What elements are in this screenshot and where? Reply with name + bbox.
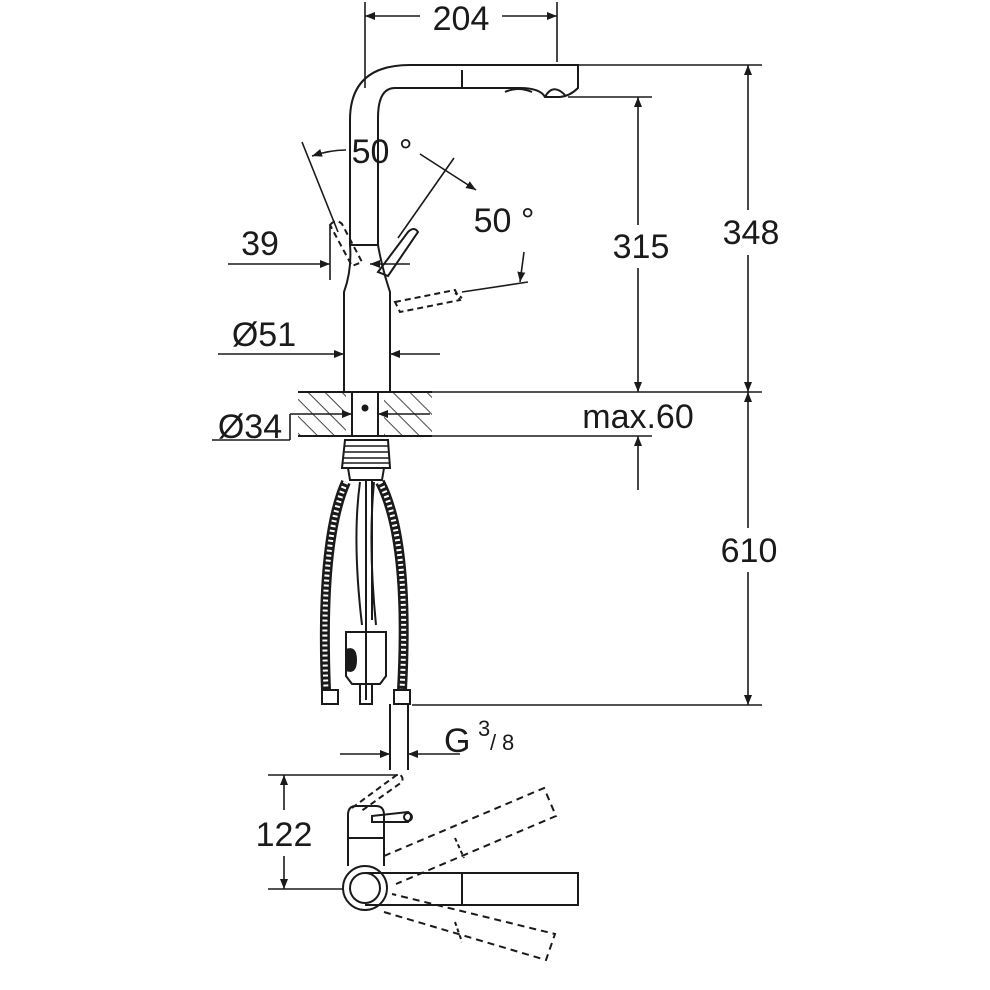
label-hose-length: 610 — [721, 532, 778, 570]
top-view-swing-down — [383, 893, 557, 962]
top-view-swing-up — [383, 786, 558, 885]
threaded-nut — [340, 439, 392, 469]
supply-hoses — [319, 479, 411, 770]
dim-hose-length — [412, 392, 762, 706]
lever-alt-left — [328, 220, 364, 268]
hose-fitting-left — [321, 689, 339, 705]
label-thread-numerator: 3 — [478, 716, 490, 741]
dim-spout-reach — [364, 2, 558, 88]
label-swivel-right: 50 ° — [474, 202, 535, 240]
faucet-neck — [343, 244, 391, 393]
label-thread-denominator: 8 — [502, 730, 514, 755]
hose-weight — [345, 631, 387, 685]
lever-alt-down — [393, 288, 462, 314]
label-thread-slash: / — [490, 730, 497, 755]
hose-fitting-right — [393, 689, 411, 705]
label-lever-offset: 39 — [241, 225, 279, 263]
faucet-front-view — [328, 64, 579, 393]
spout-outline — [349, 64, 579, 245]
label-body-diameter: Ø51 — [232, 316, 296, 354]
pullout-hose — [355, 481, 377, 626]
dim-total-height — [578, 64, 762, 392]
dim-outlet-height — [568, 96, 652, 392]
top-view-lever-alt — [351, 772, 404, 813]
dim-deck-thickness — [432, 391, 762, 490]
dim-swivel-right — [397, 153, 529, 293]
label-total-height: 348 — [723, 214, 780, 252]
faucet-top-view — [342, 772, 579, 962]
label-swivel-left: 50 ° — [352, 133, 413, 171]
label-deck-thickness: max.60 — [582, 398, 694, 436]
dim-lever-offset — [228, 226, 410, 280]
dim-swivel-left — [301, 141, 347, 233]
top-view-spout — [365, 872, 579, 906]
spray-head-detail — [461, 70, 567, 98]
dim-hole-diameter — [212, 410, 430, 441]
label-connection-thread: G — [444, 722, 470, 760]
dim-top-view-depth — [268, 774, 398, 890]
label-top-view-depth: 122 — [256, 816, 313, 854]
label-spout-reach: 204 — [433, 0, 490, 38]
label-hole-diameter: Ø34 — [218, 408, 282, 446]
hose-right — [375, 479, 409, 691]
top-view-body — [347, 805, 385, 866]
label-outlet-height: 315 — [613, 228, 670, 266]
lever-handle — [376, 228, 420, 278]
